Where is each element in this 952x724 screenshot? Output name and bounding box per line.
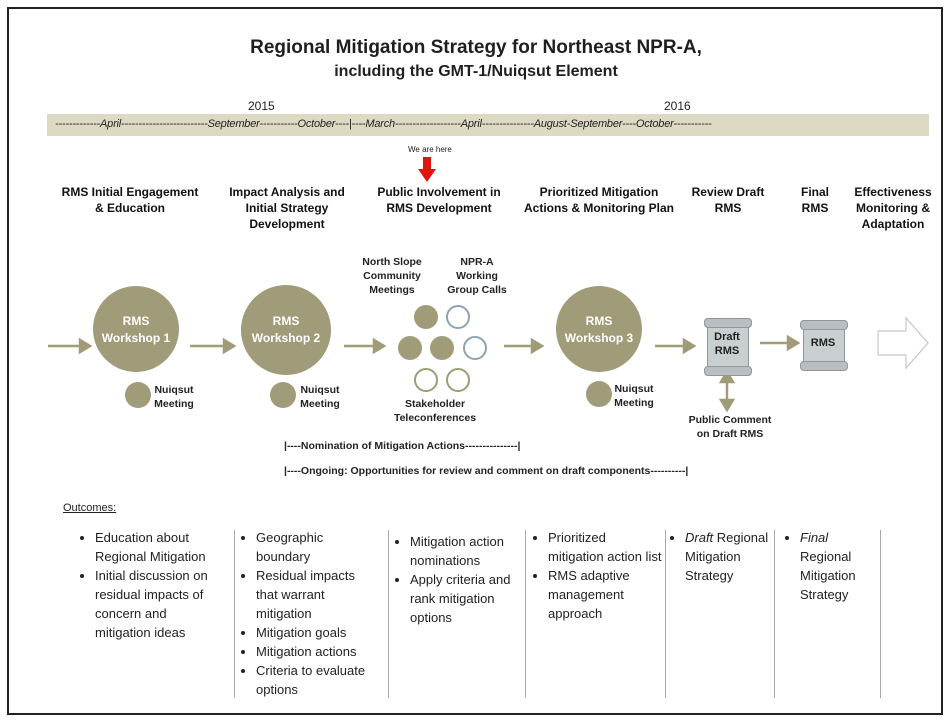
phase-initial-engagement: RMS Initial Engagement& Education (61, 185, 199, 215)
outcome-item: Criteria to evaluate options (256, 661, 380, 699)
page-title: Regional Mitigation Strategy for Northea… (250, 37, 702, 58)
column-divider (774, 530, 775, 698)
community-meeting-dot (398, 336, 422, 360)
slide-frame (7, 7, 943, 715)
scroll-bottom (800, 361, 848, 371)
scroll-top (704, 318, 752, 328)
community-meeting-dot (414, 305, 438, 329)
outcome-item: Initial discussion on residual impacts o… (95, 566, 219, 642)
column-divider (880, 530, 881, 698)
page-subtitle: including the GMT-1/Nuiqsut Element (334, 63, 618, 80)
nuiqsut-meeting-2-dot (270, 382, 296, 408)
outcome-item: Draft Regional Mitigation Strategy (685, 528, 769, 585)
outcomes-column-5: Draft Regional Mitigation Strategy (669, 528, 769, 585)
timeline-band (47, 114, 929, 136)
outcome-item: Prioritized mitigation action list (548, 528, 662, 566)
outcome-item: RMS adaptive management approach (548, 566, 662, 623)
we-are-here-label: We are here (408, 145, 452, 154)
we-are-here-arrow-icon (418, 157, 436, 182)
outcome-item: Mitigation action nominations (410, 532, 512, 570)
working-group-ring (463, 336, 487, 360)
workshop-2-circle (241, 285, 331, 375)
column-divider (234, 530, 235, 698)
year-2015-label: 2015 (248, 99, 275, 113)
column-divider (665, 530, 666, 698)
draft-rms-document-icon (707, 320, 749, 372)
outcome-item: Apply criteria and rank mitigation optio… (410, 570, 512, 627)
outcomes-heading: Outcomes: (63, 502, 117, 514)
outcome-item: Education about Regional Mitigation (95, 528, 219, 566)
nomination-line: |----Nomination of Mitigation Actions---… (284, 440, 521, 452)
stakeholder-ring (446, 368, 470, 392)
nuiqsut-meeting-1-dot (125, 382, 151, 408)
working-group-ring (446, 305, 470, 329)
community-meeting-dot (430, 336, 454, 360)
workshop-1-circle (93, 286, 179, 372)
workshop-3-circle (556, 286, 642, 372)
outcomes-column-6: Final Regional Mitigation Strategy (784, 528, 879, 604)
column-divider (525, 530, 526, 698)
column-divider (388, 530, 389, 698)
stakeholder-ring (414, 368, 438, 392)
year-2016-label: 2016 (664, 99, 691, 113)
outcome-item: Residual impacts that warrant mitigation (256, 566, 380, 623)
outcome-item: Geographic boundary (256, 528, 380, 566)
final-rms-label: RMS (810, 337, 836, 349)
timeline-months: -------------April----------------------… (55, 118, 712, 130)
ongoing-line: |----Ongoing: Opportunities for review a… (284, 465, 689, 477)
continuation-arrow-icon (877, 316, 929, 370)
outcome-item: Mitigation goals (256, 623, 380, 642)
outcomes-column-2: Geographic boundary Residual impacts tha… (240, 528, 380, 699)
scroll-bottom (704, 366, 752, 376)
outcomes-column-1: Education about Regional Mitigation Init… (79, 528, 219, 642)
outcome-item: Mitigation actions (256, 642, 380, 661)
nuiqsut-meeting-3-dot (586, 381, 612, 407)
outcome-item: Final Regional Mitigation Strategy (800, 528, 879, 604)
outcomes-column-3: Mitigation action nominations Apply crit… (394, 532, 512, 627)
outcomes-column-4: Prioritized mitigation action list RMS a… (532, 528, 662, 623)
scroll-top (800, 320, 848, 330)
